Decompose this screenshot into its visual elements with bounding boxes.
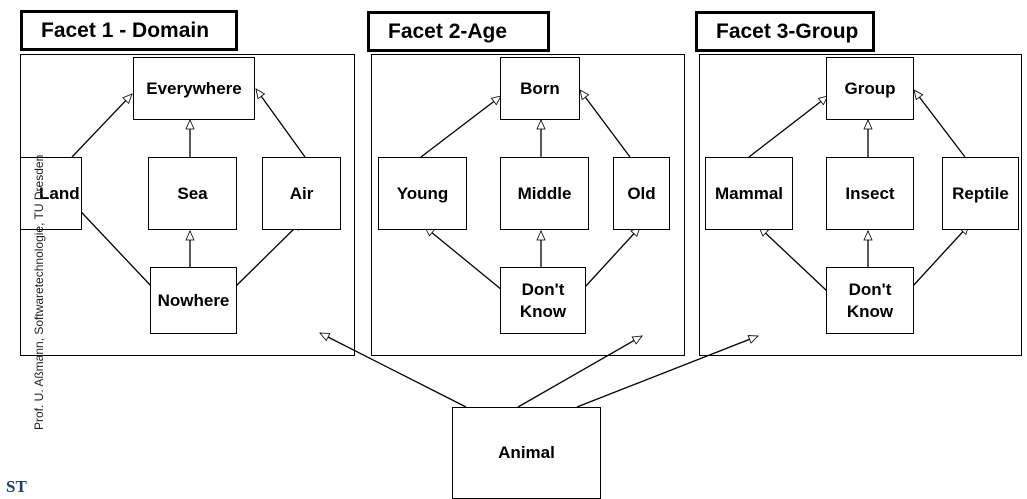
facet3-title: Facet 3-Group bbox=[695, 11, 875, 52]
arrowhead bbox=[185, 230, 195, 241]
facet1-title: Facet 1 - Domain bbox=[20, 10, 238, 51]
connector-line bbox=[758, 226, 828, 292]
node-group: Group bbox=[826, 57, 914, 120]
connector-line bbox=[576, 335, 759, 408]
facet2-title: Facet 2-Age bbox=[367, 11, 550, 52]
node-air: Air bbox=[262, 157, 341, 230]
arrowhead bbox=[490, 95, 502, 106]
university-logo: ST bbox=[6, 477, 27, 496]
author-credit: Prof. U. Aßmann, Softwaretechnologie, TU… bbox=[32, 154, 46, 430]
connector-line bbox=[584, 226, 641, 288]
node-young: Young bbox=[378, 157, 467, 230]
arrowhead bbox=[255, 88, 266, 100]
node-middle: Middle bbox=[500, 157, 589, 230]
connector-line bbox=[748, 95, 829, 158]
arrowhead bbox=[579, 89, 590, 101]
arrowhead bbox=[631, 335, 643, 345]
connector-line bbox=[234, 220, 303, 288]
node-nowhere: Nowhere bbox=[150, 267, 237, 334]
node-land: Land bbox=[20, 157, 82, 230]
node-dont-know-age: Don't Know bbox=[500, 267, 586, 334]
arrowhead bbox=[863, 119, 873, 130]
connector-line bbox=[517, 335, 643, 408]
arrowhead bbox=[536, 230, 546, 241]
node-animal: Animal bbox=[452, 407, 601, 499]
connector-line bbox=[579, 89, 631, 158]
connector-line bbox=[67, 197, 153, 288]
connector-line bbox=[911, 224, 970, 288]
connector-line bbox=[424, 226, 503, 291]
arrowhead bbox=[319, 332, 331, 342]
node-reptile: Reptile bbox=[942, 157, 1019, 230]
node-sea: Sea bbox=[148, 157, 237, 230]
connector-line bbox=[420, 95, 502, 158]
connector-line bbox=[71, 93, 133, 158]
arrowhead bbox=[817, 95, 829, 106]
node-insect: Insect bbox=[826, 157, 914, 230]
node-dont-know-group: Don't Know bbox=[826, 267, 914, 334]
arrowhead bbox=[747, 335, 759, 344]
connector-line bbox=[255, 88, 306, 158]
arrowhead bbox=[122, 93, 133, 104]
node-mammal: Mammal bbox=[705, 157, 793, 230]
connector-line bbox=[913, 89, 966, 158]
connector-line bbox=[319, 332, 467, 408]
node-everywhere: Everywhere bbox=[133, 57, 255, 120]
arrowhead bbox=[863, 230, 873, 241]
arrowhead bbox=[913, 89, 924, 101]
arrowhead bbox=[536, 119, 546, 130]
node-old: Old bbox=[613, 157, 670, 230]
arrowhead bbox=[185, 119, 195, 130]
node-born: Born bbox=[500, 57, 580, 120]
